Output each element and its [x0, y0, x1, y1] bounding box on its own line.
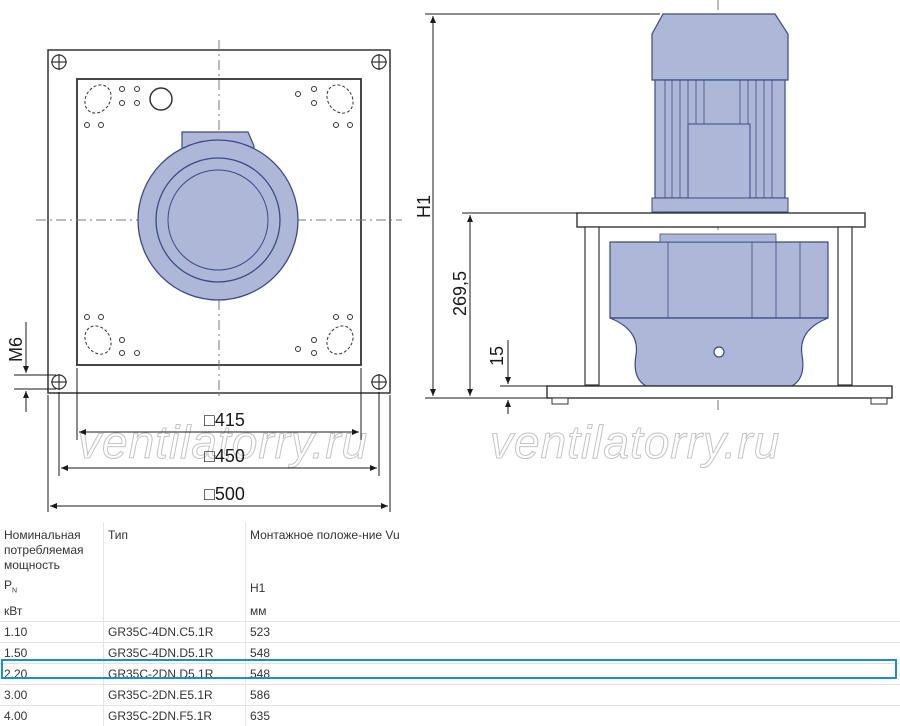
- top-view: [36, 40, 402, 400]
- cell-power: 2.20: [0, 664, 104, 685]
- cell-type: GR35C-4DN.D5.1R: [104, 643, 246, 664]
- table-row: 3.00 GR35C-2DN.E5.1R 586: [0, 685, 900, 706]
- cell-type: GR35C-2DN.E5.1R: [104, 685, 246, 706]
- unit-power: кВт: [0, 601, 104, 622]
- cell-type: GR35C-4DN.C5.1R: [104, 622, 246, 643]
- cell-h1: 548: [246, 643, 900, 664]
- cell-power: 3.00: [0, 685, 104, 706]
- symbol-power: PN: [0, 575, 104, 601]
- cell-power: 1.50: [0, 643, 104, 664]
- dim-m6-label: M6: [6, 337, 26, 362]
- dim-269-5-label: 269,5: [450, 271, 470, 316]
- cell-power: 1.10: [0, 622, 104, 643]
- header-type: Тип: [104, 522, 246, 575]
- header-power: Номинальная потребляемая мощность: [0, 522, 104, 575]
- table-row: 4.00 GR35C-2DN.F5.1R 635: [0, 706, 900, 726]
- symbol-h1: H1: [246, 575, 900, 601]
- dim-450-label: □450: [204, 446, 245, 466]
- table-unit-row: кВт мм: [0, 601, 900, 622]
- cell-h1: 523: [246, 622, 900, 643]
- cell-h1: 586: [246, 685, 900, 706]
- unit-h1: мм: [246, 601, 900, 622]
- cell-type: GR35C-2DN.F5.1R: [104, 706, 246, 726]
- table-symbol-row: PN H1: [0, 575, 900, 601]
- cell-h1: 635: [246, 706, 900, 726]
- watermark-right: ventilatorry.ru: [490, 416, 780, 468]
- table-row-highlighted: 2.20 GR35C-2DN.D5.1R 548: [0, 664, 900, 685]
- dim-500-label: □500: [204, 484, 245, 504]
- cell-power: 4.00: [0, 706, 104, 726]
- unit-type: [104, 601, 246, 622]
- dim-415-label: □415: [204, 410, 245, 430]
- cell-type: GR35C-2DN.D5.1R: [104, 664, 246, 685]
- fan-technical-drawing: ventilatorry.ru ventilatorry.ru: [0, 0, 900, 520]
- table-row: 1.50 GR35C-4DN.D5.1R 548: [0, 643, 900, 664]
- table-header-row: Номинальная потребляемая мощность Тип Мо…: [0, 522, 900, 575]
- symbol-type: [104, 575, 246, 601]
- spec-table: Номинальная потребляемая мощность Тип Мо…: [0, 522, 900, 726]
- dim-h1-label: H1: [414, 195, 434, 218]
- header-h1: Монтажное положе-ние Vu: [246, 522, 900, 575]
- side-view: [547, 0, 892, 412]
- table-row: 1.10 GR35C-4DN.C5.1R 523: [0, 622, 900, 643]
- dim-15-label: 15: [487, 346, 507, 366]
- cell-h1: 548: [246, 664, 900, 685]
